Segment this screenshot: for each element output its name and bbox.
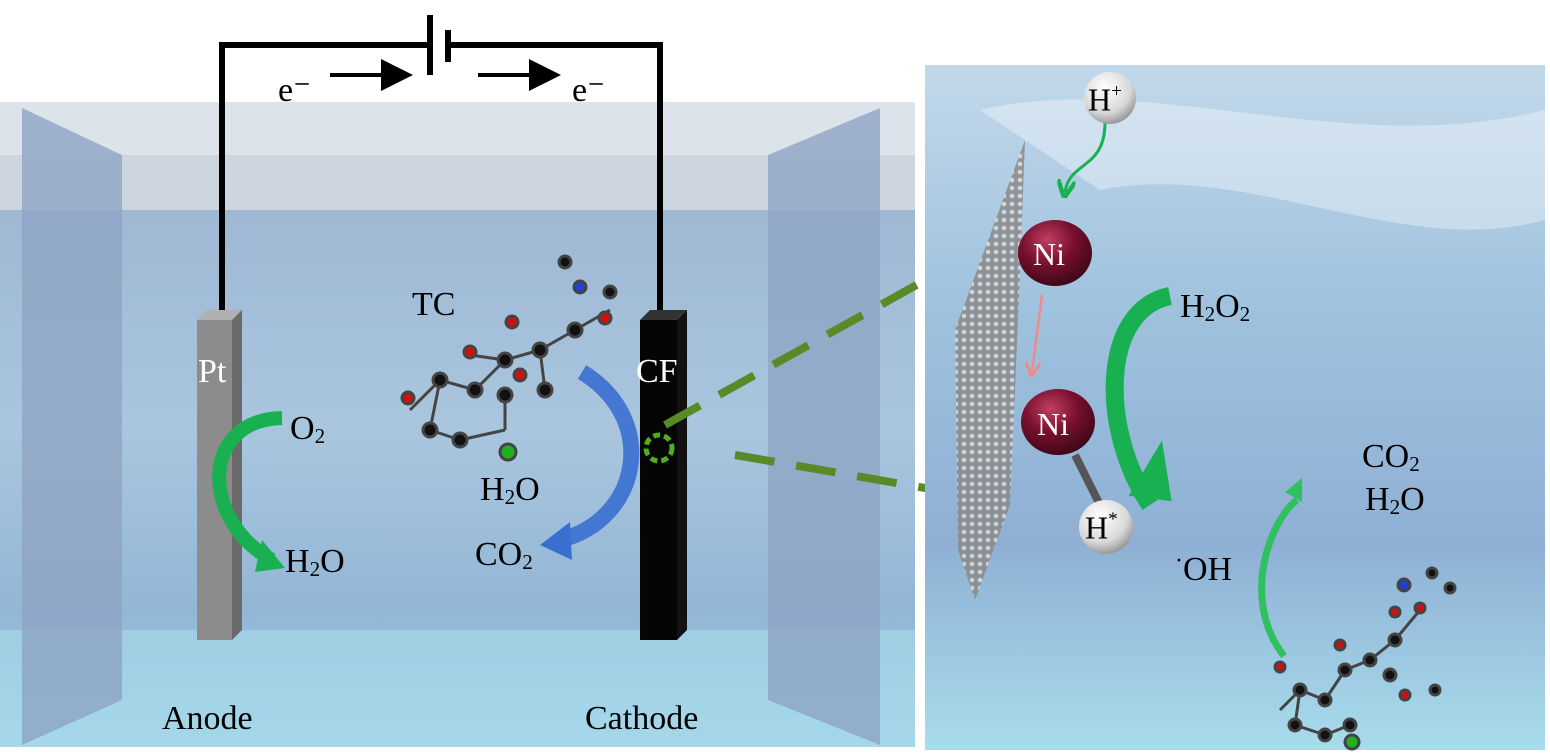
external-circuit: [219, 15, 663, 310]
anode-h2o-label: H2O: [285, 543, 345, 582]
h2o2-label: H2O2: [1180, 288, 1251, 327]
ni-h-bond: [1071, 453, 1104, 507]
cf-cathode-electrode: [640, 310, 687, 640]
zoom-dash-line-top: [663, 254, 967, 429]
electrolytic-tank: [0, 102, 915, 747]
products-h2o-label: H2O: [1365, 481, 1425, 520]
electron-label-right: e⁻: [572, 72, 606, 109]
cathode-co2-label: CO2: [475, 536, 533, 575]
h2o2-to-oh-arrow: [1105, 287, 1173, 510]
cf-label: CF: [636, 353, 678, 390]
cathode-label: Cathode: [585, 700, 699, 737]
cathode-h2o-label: H2O: [480, 471, 540, 510]
pt-label: Pt: [198, 353, 227, 390]
left-tank-wall: [22, 108, 122, 745]
zoom-dash-line-bottom: [734, 451, 949, 496]
nickel-label-top: Ni: [1033, 236, 1065, 272]
anode-label: Anode: [162, 700, 253, 737]
tc-label: TC: [412, 286, 456, 323]
mechanism-panel: [925, 65, 1545, 751]
degradation-arrow: [1258, 497, 1300, 659]
nickel-label-bottom: Ni: [1037, 406, 1069, 442]
proton-sphere: [1084, 72, 1136, 124]
anode-reaction-arrow: [212, 411, 283, 567]
tc-molecule-right: [1273, 566, 1457, 751]
magnified-spot: [643, 432, 675, 464]
transfer-arrow: [1032, 294, 1044, 372]
products-co2-label: CO2: [1362, 438, 1420, 477]
nickel-sphere-bottom: [1021, 389, 1095, 455]
adsorbed-h-sphere: [1079, 500, 1133, 554]
tc-molecule-left: [400, 254, 618, 462]
carbon-felt-mesh: [955, 140, 1025, 600]
electron-label-left: e⁻: [278, 72, 312, 109]
right-tank-wall: [768, 108, 880, 745]
adsorbed-h-label: H*: [1085, 509, 1118, 546]
proton-adsorption-arrow: [1065, 121, 1107, 192]
o2-label: O2: [290, 410, 326, 449]
nickel-sphere-top: [1018, 220, 1092, 286]
proton-label: H+: [1088, 81, 1122, 118]
cathode-degradation-arrow: [557, 365, 640, 548]
hydroxyl-radical-label: ·OH: [1175, 548, 1233, 588]
